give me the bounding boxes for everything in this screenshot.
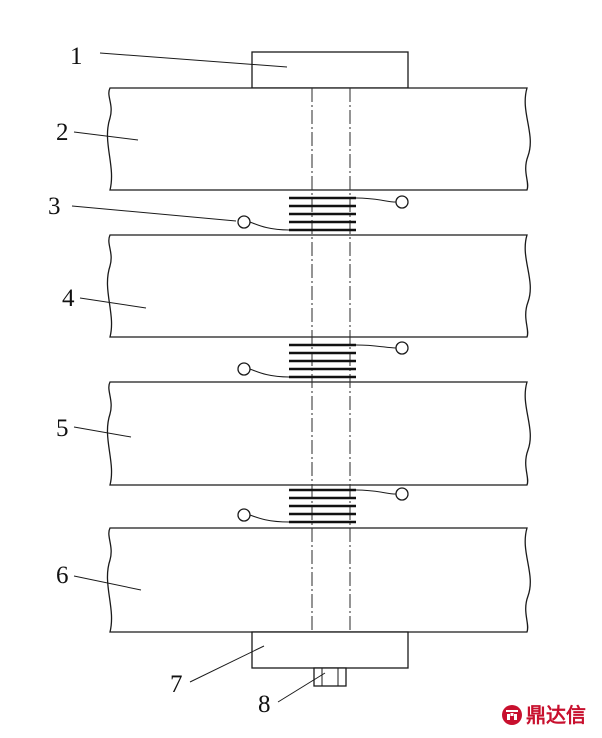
terminal-left <box>237 215 251 229</box>
terminal-right <box>395 341 409 355</box>
brand-seal-icon <box>502 705 522 725</box>
bottom-block <box>251 631 409 669</box>
terminal-left <box>237 362 251 376</box>
leader-6 <box>73 575 142 591</box>
terminal-right <box>395 487 409 501</box>
leader-3 <box>71 205 237 222</box>
leader-4 <box>79 297 147 309</box>
coil-group-2 <box>237 341 409 379</box>
callout-5: 5 <box>56 415 69 442</box>
brand-name: 鼎达信 <box>526 703 586 727</box>
terminal-left <box>237 508 251 522</box>
leader-7 <box>189 645 265 683</box>
leader-8 <box>277 672 326 703</box>
plate-4 <box>106 234 531 338</box>
callout-3: 3 <box>48 193 61 220</box>
plate-6 <box>106 527 531 633</box>
terminal-right <box>395 195 409 209</box>
callout-1: 1 <box>70 43 83 70</box>
plate-2 <box>106 87 531 191</box>
leader-1 <box>99 52 288 68</box>
coil-group-3 <box>237 487 409 524</box>
top-cap-block <box>251 51 409 89</box>
callout-7: 7 <box>170 671 183 698</box>
coil-group-1 <box>237 195 409 232</box>
leader-5 <box>73 426 132 438</box>
callout-8: 8 <box>258 691 271 718</box>
plate-5 <box>106 381 531 486</box>
callout-2: 2 <box>56 119 69 146</box>
brand-watermark: 鼎达信 <box>501 700 586 730</box>
leader-2 <box>73 131 139 141</box>
callout-4: 4 <box>62 285 75 312</box>
callout-6: 6 <box>56 562 69 589</box>
